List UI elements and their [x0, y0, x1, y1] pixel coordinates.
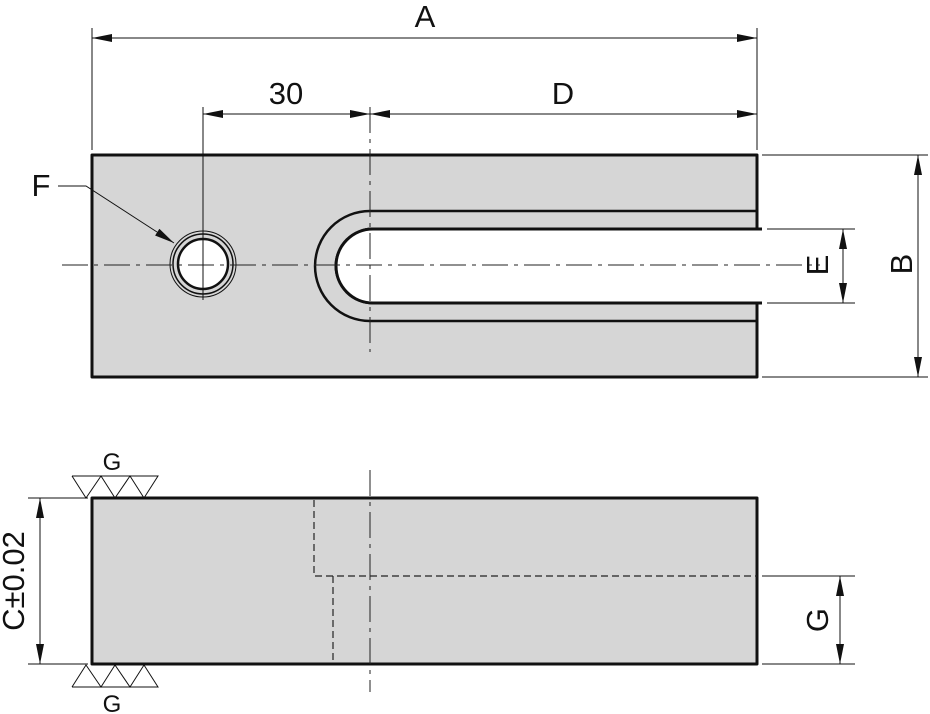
front-view-body: [90, 496, 759, 666]
hole-callout-f: F: [32, 168, 51, 203]
slot-counterbore-edge: [313, 209, 757, 323]
dimension-label-c: C±0.02: [0, 531, 31, 631]
top-view: A 30 D B E F: [32, 0, 928, 379]
dimension-label-b: B: [884, 254, 919, 275]
slot-opening: [334, 227, 762, 305]
leader-line-f: [58, 185, 175, 244]
hidden-line-counterbore: [313, 500, 757, 577]
dimension-label-d: D: [552, 76, 574, 111]
dimension-label-e: E: [800, 255, 835, 276]
surface-finish-top-icon: G: [71, 449, 159, 499]
surface-finish-bottom-icon: G: [71, 664, 159, 714]
dimension-label-30: 30: [269, 76, 303, 111]
surface-finish-top-label: G: [103, 449, 122, 476]
dimension-label-g: G: [800, 608, 835, 632]
surface-finish-bottom-label: G: [103, 691, 122, 714]
front-view: C±0.02 G G G: [0, 449, 855, 714]
dimension-label-a: A: [415, 0, 436, 34]
